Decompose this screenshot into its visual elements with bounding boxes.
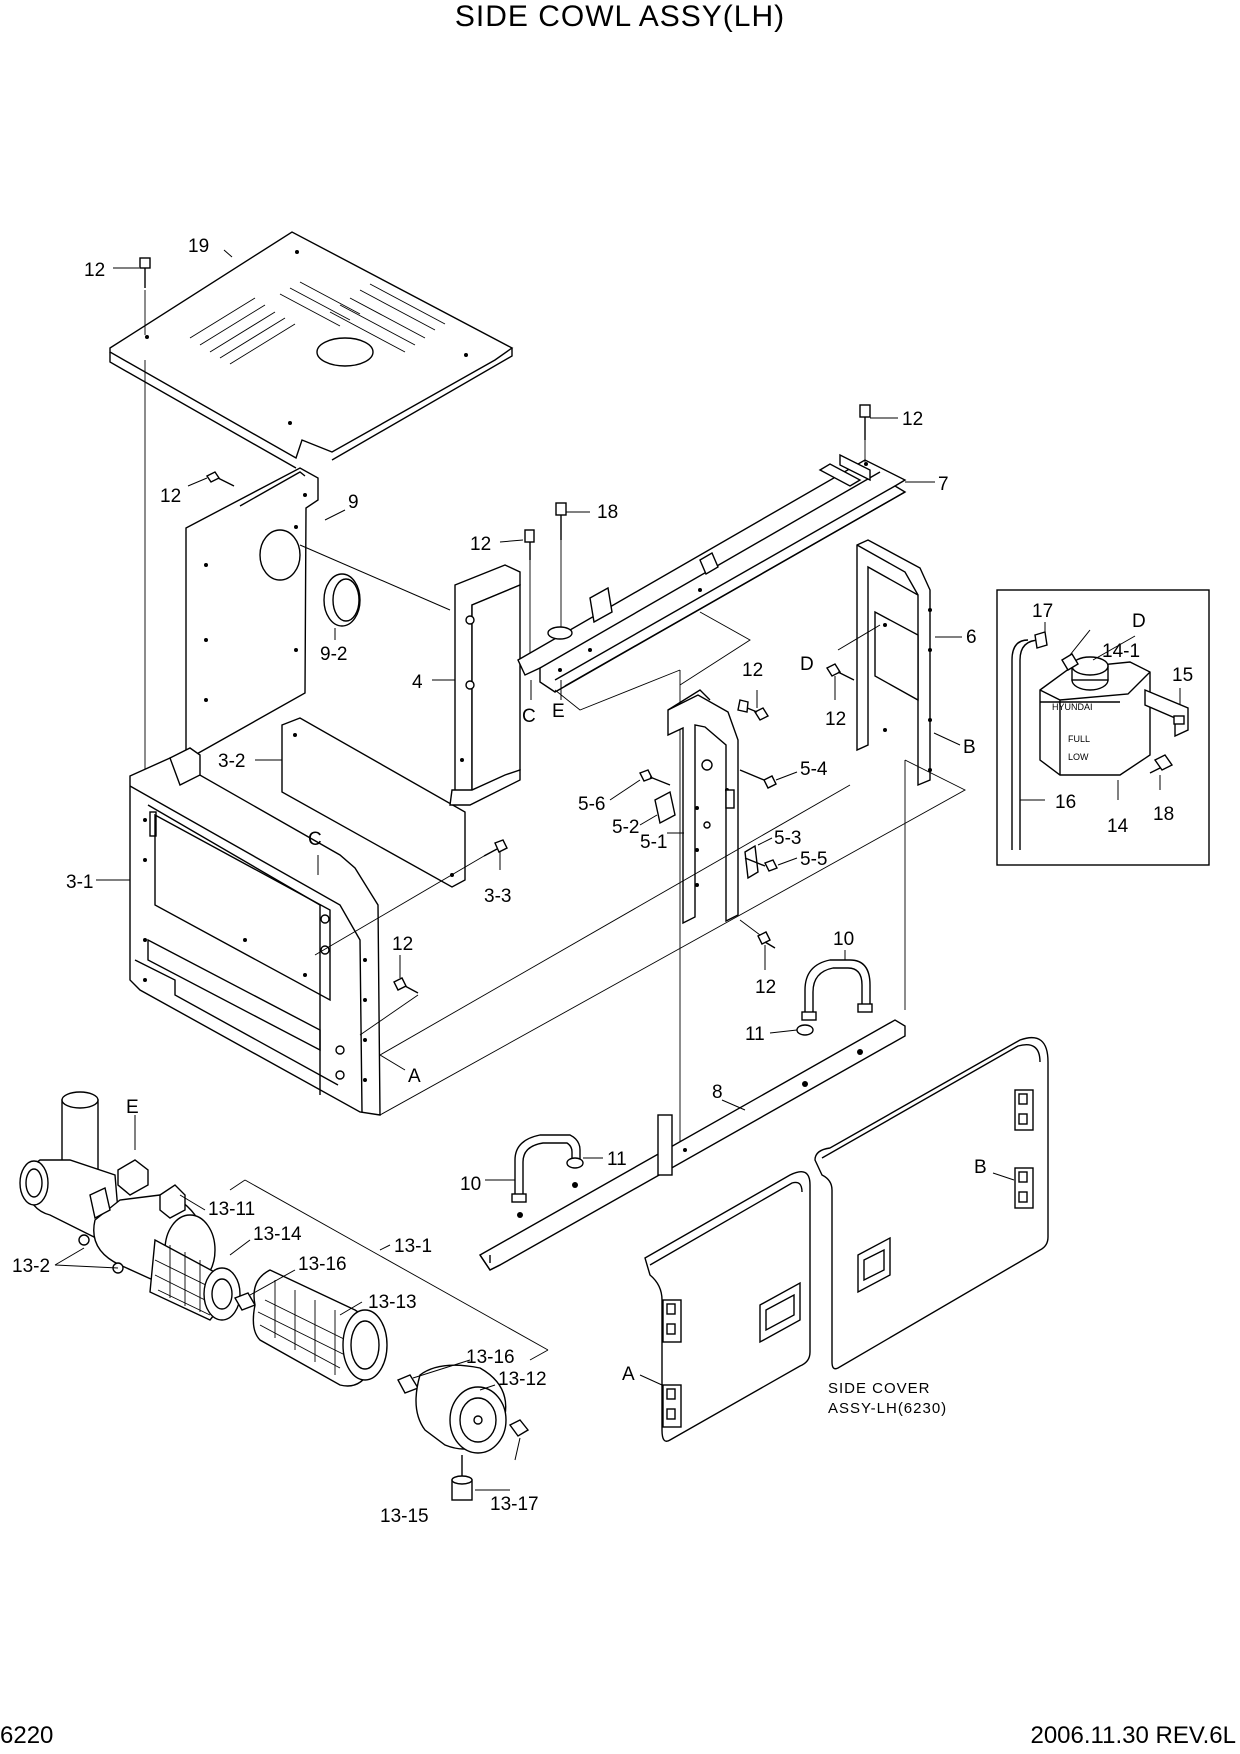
label-16: 16 [1055,792,1076,813]
air-cleaner-assembly-13 [19,1091,549,1501]
label-E-air-cleaner: E [126,1097,139,1118]
tank-full-marking: FULL [1068,734,1090,744]
label-8: 8 [712,1082,723,1103]
label-5-1: 5-1 [640,832,667,853]
label-14: 14 [1107,816,1129,837]
label-4: 4 [412,672,423,693]
bolt-3-3 [314,839,508,956]
label-19: 19 [188,236,209,257]
bolt-5-6 [609,769,671,801]
handle-10-upper [801,950,873,1021]
side-cover-note-line1: SIDE COVER [828,1380,931,1397]
grommet-9-2 [323,573,361,640]
label-A-frame: A [408,1066,421,1087]
latch-5-2 [639,790,676,826]
label-10-upper: 10 [833,929,854,950]
label-11-upper: 11 [745,1024,765,1045]
grommet-11-upper [769,1024,814,1036]
label-12-h: 12 [755,977,776,998]
bracket-5-1 [667,689,761,936]
label-10-lower: 10 [460,1174,481,1195]
label-13-16-a: 13-16 [298,1254,347,1275]
label-B-cover: B [974,1157,987,1178]
handle-10-lower [485,1134,581,1203]
side-cover-right [814,1036,1049,1370]
frame-3-1 [96,747,381,1116]
bolt-12-frame [359,955,419,1036]
label-5-3: 5-3 [774,828,801,849]
label-13-13: 13-13 [368,1292,417,1313]
side-cover-left [639,1171,811,1442]
label-D-tank: D [1132,611,1146,632]
label-15: 15 [1172,665,1193,686]
label-13-17: 13-17 [490,1494,539,1515]
page-number: 6220 [0,1722,54,1749]
label-13-2: 13-2 [12,1256,50,1277]
label-12-g: 12 [742,660,763,681]
side-cover-note-line2: ASSY-LH(6230) [828,1400,947,1417]
beam-7 [517,453,935,700]
bolt-12-bracket-6 [825,663,855,700]
label-3-3: 3-3 [484,886,511,907]
label-5-2: 5-2 [612,817,639,838]
label-13-16-b: 13-16 [466,1347,515,1368]
label-3-1: 3-1 [66,872,93,893]
bolt-12-top-right [859,404,898,462]
bolt-5-4 [739,769,798,789]
bolt-12-5-1-bottom [757,931,776,970]
plate-3-2 [255,717,466,888]
label-5-5: 5-5 [800,849,827,870]
side-panel-9 [185,467,451,762]
label-12-d: 12 [470,534,491,555]
bolt-12-panel-9 [187,471,235,487]
bolt-12-5-1-top [737,690,770,721]
label-C-beam: C [522,706,536,727]
label-3-2: 3-2 [218,751,245,772]
label-13-11: 13-11 [208,1199,255,1220]
label-12-e: 12 [902,409,923,430]
grommet-11-lower [566,1157,603,1169]
label-13-14: 13-14 [253,1224,302,1245]
tank-low-marking: LOW [1068,752,1089,762]
label-13-1: 13-1 [394,1236,432,1257]
label-11-lower: 11 [607,1149,627,1170]
bracket-4 [432,564,521,806]
label-18-beam: 18 [597,502,618,523]
label-13-15: 13-15 [380,1506,429,1527]
bolt-18-beam [555,502,590,640]
label-6: 6 [966,627,977,648]
bolt-12-top-left [113,257,151,335]
label-17: 17 [1032,601,1053,622]
label-12-c: 12 [392,934,413,955]
label-9: 9 [348,492,359,513]
latch-5-3 [744,837,773,880]
label-13-12: 13-12 [498,1369,547,1390]
top-cover-plate-19 [109,231,514,469]
reservoir-tank-inset: HYUNDAI FULL LOW [996,589,1210,866]
label-14-1: 14-1 [1102,641,1140,662]
label-5-4: 5-4 [800,759,828,780]
revision-date: 2006.11.30 REV.6L [1030,1722,1236,1749]
label-18-tank: 18 [1153,804,1174,825]
label-B-bracket: B [963,737,976,758]
label-D-bracket: D [800,654,814,675]
bracket-6 [837,539,962,787]
label-E-beam: E [552,701,565,722]
label-5-6: 5-6 [578,794,605,815]
label-7: 7 [938,474,949,495]
bolt-5-5 [744,857,798,872]
label-12-f: 12 [825,709,846,730]
label-A-cover: A [622,1364,635,1385]
label-12-a: 12 [84,260,105,281]
bolt-12-beam-a [499,529,535,660]
label-12-b: 12 [160,486,181,507]
tank-brand-marking: HYUNDAI [1052,702,1093,712]
rail-8 [478,1019,906,1271]
page-title: SIDE COWL ASSY(LH) [454,0,786,33]
label-9-2: 9-2 [320,644,347,665]
label-C-frame: C [308,829,322,850]
